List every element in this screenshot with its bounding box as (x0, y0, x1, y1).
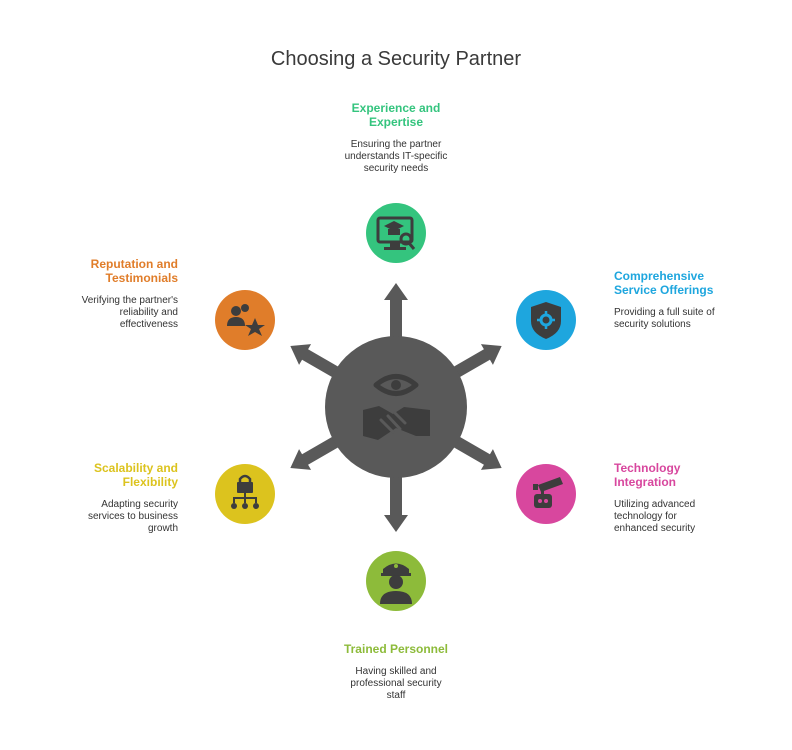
security-camera-robot-icon (533, 477, 563, 508)
arrow-lower-right (444, 431, 502, 470)
heading-experience-line2: Expertise (368, 115, 424, 129)
heading-service-line1: Comprehensive (614, 269, 705, 283)
label-technology: Technology Integration Utilizing advance… (614, 461, 734, 535)
arrow-upper-right (444, 344, 502, 383)
heading-experience: Experience and Expertise (321, 101, 471, 129)
heading-personnel: Trained Personnel (343, 642, 449, 656)
diagram-title: Choosing a Security Partner (270, 48, 522, 70)
heading-technology-line2: Integration (614, 475, 676, 489)
node-scalability (215, 464, 275, 524)
arrow-upper-left (290, 344, 348, 383)
users-star-icon (227, 304, 265, 336)
desc-service: Providing a full suite of security solut… (614, 307, 715, 330)
heading-service-line2: Service Offerings (614, 283, 714, 297)
heading-technology: Technology Integration (614, 461, 734, 489)
heading-reputation: Reputation and Testimonials (28, 257, 178, 285)
desc-personnel: Having skilled and professional security… (350, 666, 442, 701)
desc-reputation: Verifying the partner's reliability and … (81, 295, 178, 330)
label-experience: Experience and Expertise Ensuring the pa… (321, 101, 471, 175)
label-personnel: Trained Personnel Having skilled and pro… (321, 642, 471, 702)
node-personnel (366, 551, 426, 611)
heading-scalability-line2: Flexibility (122, 475, 178, 489)
monitor-graduation-search-icon (376, 216, 416, 250)
heading-scalability-line1: Scalability and (93, 461, 178, 475)
label-reputation: Reputation and Testimonials Verifying th… (28, 257, 178, 331)
arrow-up (384, 283, 408, 345)
eye-handshake-icon (363, 374, 430, 440)
desc-experience: Ensuring the partner understands IT-spec… (344, 139, 448, 174)
heading-reputation-line2: Testimonials (105, 271, 178, 285)
security-guard-icon (380, 563, 412, 604)
desc-technology: Utilizing advanced technology for enhanc… (614, 499, 696, 534)
node-experience (366, 203, 426, 263)
heading-experience-line1: Experience and (351, 101, 441, 115)
shield-gear-icon (531, 302, 561, 339)
lock-network-icon (231, 474, 259, 509)
arrow-lower-left (290, 431, 348, 470)
hub-circle (325, 336, 467, 478)
heading-scalability: Scalability and Flexibility (28, 461, 178, 489)
node-technology (516, 464, 576, 524)
heading-technology-line1: Technology (614, 461, 681, 475)
label-service: Comprehensive Service Offerings Providin… (614, 269, 734, 331)
arrows (290, 283, 502, 532)
heading-service: Comprehensive Service Offerings (614, 269, 734, 297)
arrow-down (384, 470, 408, 532)
node-reputation (215, 290, 275, 350)
label-scalability: Scalability and Flexibility Adapting sec… (28, 461, 178, 535)
heading-reputation-line1: Reputation and (90, 257, 178, 271)
desc-scalability: Adapting security services to business g… (87, 499, 178, 534)
node-service (516, 290, 576, 350)
